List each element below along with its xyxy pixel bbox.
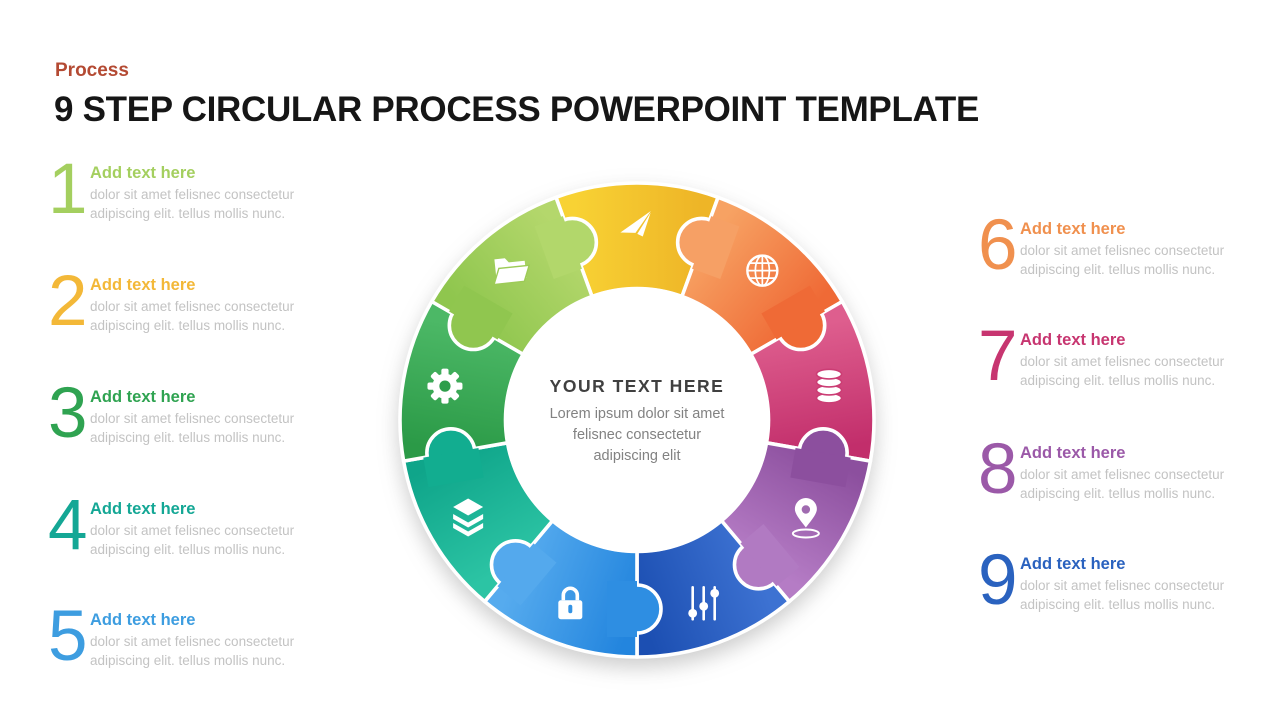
diagram-center-text: YOUR TEXT HERE Lorem ipsum dolor sit ame… <box>505 376 769 467</box>
center-title: YOUR TEXT HERE <box>549 376 725 396</box>
puzzle-knob-merge <box>761 285 825 340</box>
puzzle-knob-merge <box>449 285 513 340</box>
puzzle-knob-merge <box>607 581 637 637</box>
center-body-line2: felisnec consectetur <box>572 427 702 443</box>
step-number: 2 <box>48 262 88 341</box>
paper-plane-icon <box>620 210 651 237</box>
step-heading: Add text here <box>90 164 196 182</box>
step-number: 6 <box>978 206 1018 285</box>
step-text: Add text here dolor sit amet felisnec con… <box>90 388 320 447</box>
step-number: 3 <box>48 374 88 453</box>
step-body: dolor sit amet felisnec consectetur adip… <box>90 523 295 557</box>
step-text: Add text here dolor sit amet felisnec con… <box>90 164 320 223</box>
step-number: 4 <box>48 486 88 565</box>
step-heading: Add text here <box>1020 220 1126 238</box>
step-heading: Add text here <box>90 500 196 518</box>
step-text: Add text here dolor sit amet felisnec con… <box>90 276 320 335</box>
step-body: dolor sit amet felisnec consectetur adip… <box>90 634 295 668</box>
center-body-line1: Lorem ipsum dolor sit amet <box>549 406 725 422</box>
gear-icon <box>427 368 463 404</box>
step-number: 8 <box>978 430 1018 509</box>
step-text: Add text here dolor sit amet felisnec con… <box>1020 555 1250 614</box>
step-heading: Add text here <box>1020 331 1126 349</box>
step-text: Add text here dolor sit amet felisnec con… <box>90 611 320 670</box>
circular-puzzle-diagram <box>377 160 897 680</box>
step-body: dolor sit amet felisnec consectetur adip… <box>90 299 295 333</box>
center-body: Lorem ipsum dolor sit amet felisnec cons… <box>505 404 769 467</box>
sliders-icon <box>688 585 720 621</box>
database-icon <box>815 368 843 404</box>
puzzle-knob-merge <box>692 216 740 279</box>
step-body: dolor sit amet felisnec consectetur adip… <box>90 187 295 221</box>
center-circle <box>504 287 770 553</box>
step-number: 9 <box>978 541 1018 620</box>
step-text: Add text here dolor sit amet felisnec con… <box>1020 444 1250 503</box>
eyebrow-label: Process <box>55 60 129 81</box>
step-heading: Add text here <box>1020 555 1126 573</box>
puzzle-knob-merge <box>740 524 800 587</box>
step-heading: Add text here <box>90 388 196 406</box>
step-heading: Add text here <box>90 276 196 294</box>
page-title: 9 STEP CIRCULAR PROCESS POWERPOINT TEMPL… <box>54 90 980 129</box>
step-text: Add text here dolor sit amet felisnec con… <box>1020 331 1250 390</box>
location-icon <box>791 498 820 539</box>
step-heading: Add text here <box>1020 444 1126 462</box>
step-number: 7 <box>978 317 1018 396</box>
step-text: Add text here dolor sit amet felisnec con… <box>1020 220 1250 279</box>
step-number: 5 <box>48 597 88 676</box>
step-body: dolor sit amet felisnec consectetur adip… <box>1020 243 1225 277</box>
step-body: dolor sit amet felisnec consectetur adip… <box>1020 467 1225 501</box>
center-body-line3: adipiscing elit <box>593 448 681 464</box>
step-body: dolor sit amet felisnec consectetur adip… <box>90 411 295 445</box>
puzzle-knob-merge <box>534 216 582 279</box>
step-heading: Add text here <box>90 611 196 629</box>
step-body: dolor sit amet felisnec consectetur adip… <box>1020 354 1225 388</box>
step-body: dolor sit amet felisnec consectetur adip… <box>1020 578 1225 612</box>
puzzle-knob-merge <box>423 447 484 488</box>
layers-icon <box>453 498 484 537</box>
lock-icon <box>558 586 583 620</box>
globe-icon <box>746 254 779 287</box>
step-number: 1 <box>48 150 88 229</box>
folder-icon <box>493 258 531 286</box>
puzzle-knob-merge <box>497 543 557 606</box>
puzzle-knob-merge <box>790 447 851 488</box>
step-text: Add text here dolor sit amet felisnec con… <box>90 500 320 559</box>
